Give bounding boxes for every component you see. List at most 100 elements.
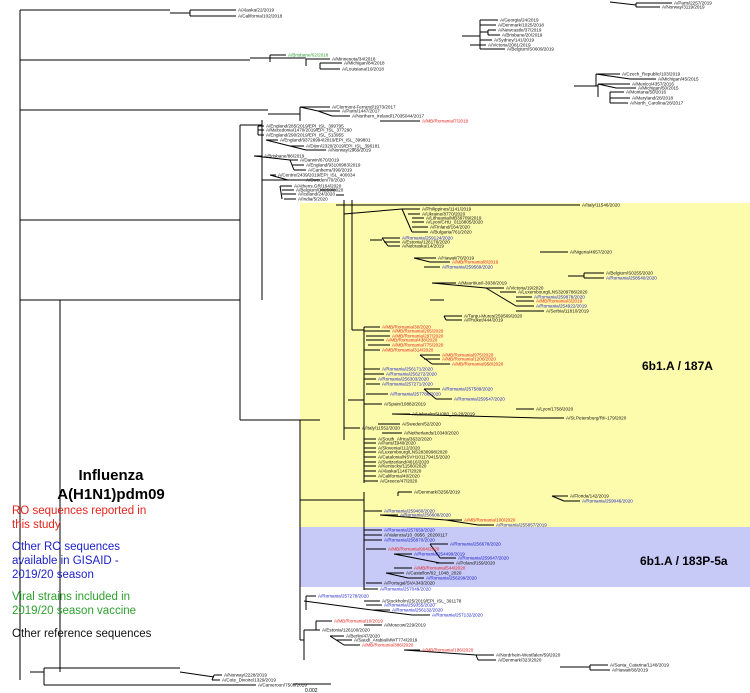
leaf-label: A/Nordrhein-Westfalen/59/2020 bbox=[496, 653, 561, 658]
leaf-label: A/Denmark/1025/2018 bbox=[498, 23, 544, 28]
tree-branch bbox=[317, 110, 333, 117]
tree-branch bbox=[299, 106, 319, 112]
leaf-label: A/Romania/257659/2020 bbox=[384, 528, 435, 533]
legend-title-line2: A(H1N1)pdm09 bbox=[57, 486, 165, 503]
leaf-label: A/Montana/50/2016 bbox=[626, 90, 667, 95]
leaf-label: A/Slovenia/112/2020 bbox=[378, 446, 421, 451]
tree-branch bbox=[379, 514, 447, 521]
leaf-label: A/Romania/259569/2020 bbox=[442, 265, 493, 270]
leaf-label: A/Romania/255857/2019 bbox=[496, 523, 547, 528]
clade-187a-box bbox=[300, 203, 750, 527]
leaf-label: A/Brisbane/20/2019 bbox=[502, 33, 543, 38]
leaf-label: A/Santa_Catarina/1148/2019 bbox=[610, 663, 669, 668]
tree-branch bbox=[609, 1, 637, 6]
leaf-label: A/California/40/2020 bbox=[378, 474, 420, 479]
tree-branch bbox=[303, 600, 373, 611]
leaf-label: A/Romania/256132/2020 bbox=[392, 608, 443, 613]
leaf-label: A/Denmark/323/2020 bbox=[498, 658, 542, 663]
leaf-label: A/Poland/159/2020 bbox=[456, 561, 496, 566]
tree-branch bbox=[475, 654, 479, 661]
leaf-label: A/Castellon/02_1048_2020 bbox=[406, 571, 462, 576]
tree-branch bbox=[343, 208, 403, 215]
leaf-label: A/MB/Romania/7/2019 bbox=[422, 119, 469, 124]
leaf-label: A/Romania/254499/2019 bbox=[414, 552, 465, 557]
leaf-label: A/Estonia/126176/2020 bbox=[402, 240, 450, 245]
leaf-label: A/MB/Romania/10/2019 bbox=[334, 619, 383, 624]
leaf-label: A/Czech_Republic/103/2019 bbox=[622, 72, 681, 77]
tree-branch bbox=[279, 185, 283, 200]
leaf-label: A/MB/Romania/8/2019 bbox=[452, 260, 499, 265]
leaf-label: A/Romania/254922/2019 bbox=[536, 304, 587, 309]
leaf-label: A/Romania/256272/2020 bbox=[386, 372, 437, 377]
leaf-label: A/North_Carolina/28/2017 bbox=[630, 101, 684, 106]
legend-item-ro-reported: RO sequences reported in this study bbox=[12, 505, 147, 531]
legend-item-ro-gisaid: Other RO sequences available in GISAID -… bbox=[12, 541, 121, 581]
leaf-label: A/India/5/2020 bbox=[298, 197, 328, 202]
leaf-label: A/Lyon/CHU_0116805/2020 bbox=[426, 220, 483, 225]
tree-branch bbox=[595, 73, 631, 80]
leaf-label: A/Norway/2969/2019 bbox=[328, 148, 371, 153]
leaf-label: A/Northern_Ireland/17035044/2017 bbox=[352, 114, 424, 119]
leaf-label: A/Victoria/2081/2019 bbox=[488, 43, 531, 48]
leaf-label: A/Alaska/11467/2020 bbox=[378, 469, 422, 474]
tree-branch bbox=[371, 609, 413, 616]
leaf-label: A/MB/Romania/205/2020 bbox=[392, 329, 444, 334]
leaf-label: A/Cameroon/7500/2019 bbox=[258, 683, 307, 688]
leaf-label: A/MB/Romania/314/2020 bbox=[382, 348, 434, 353]
leaf-label: A/Sweden/52/2020 bbox=[402, 422, 441, 427]
leaf-label: A/MB/Romania/975/2020 bbox=[442, 353, 494, 358]
leaf-label: A/Romania/256303/2020 bbox=[378, 377, 429, 382]
leaf-label: A/Belgium/D0259/2020 bbox=[296, 188, 344, 193]
leaf-label: A/MB/Romania/958/2020 bbox=[452, 362, 504, 367]
leaf-label: A/Italy/11546/2020 bbox=[582, 203, 620, 208]
leaf-label: A/Maryland/28/2018 bbox=[632, 96, 674, 101]
leaf-label: A/Lisboa/mSU080_19-20/2019 bbox=[412, 412, 475, 417]
leaf-label: A/Portugal/SVA343/2020 bbox=[384, 581, 435, 586]
leaf-label: A/MB/Romania/100/2020 bbox=[464, 518, 516, 523]
leaf-label: A/Brisbane/02/2018 bbox=[288, 53, 329, 58]
leaf-label: A/MB/Romania/297/2020 bbox=[392, 334, 444, 339]
leaf-label: A/Netherlands/10340/2020 bbox=[404, 431, 459, 436]
leaf-label: A/California/102/2018 bbox=[238, 14, 283, 19]
leaf-label: A/Targu-Mures/259569/2020 bbox=[464, 314, 523, 319]
leaf-label: A/Romania/257132/2020 bbox=[432, 613, 483, 618]
leaf-label: A/Romania/258540/2020 bbox=[606, 276, 657, 281]
leaf-label: A/Ukraine/8770/2020 bbox=[422, 212, 466, 217]
tree-branch bbox=[443, 315, 447, 321]
leaf-label: A/Romania/257271/2020 bbox=[382, 382, 433, 387]
leaf-label: A/Finland/164/2020 bbox=[430, 225, 470, 230]
leaf-label: A/Belgium/S0609/2019 bbox=[507, 47, 554, 52]
leaf-label: A/Mauritius/I-3030/2019 bbox=[458, 281, 507, 286]
leaf-label: A/Sydney/141/2019 bbox=[494, 38, 535, 43]
leaf-label: A/Kentucky/11560/2020 bbox=[378, 464, 427, 469]
leaf-label: A/Romania/256678/2020 bbox=[450, 542, 501, 547]
clade-label-183p: 6b1.A / 183P-5a bbox=[640, 554, 728, 568]
leaf-label: A/Philippines/1141/2019 bbox=[422, 207, 472, 212]
leaf-label: A/Stockholm/25/2019/EPI_ISL_391178 bbox=[382, 599, 462, 604]
leaf-label: A/MB/Romania/186/2020 bbox=[422, 648, 474, 653]
leaf-label: A/St.Petersburg/RII-179/2020 bbox=[566, 416, 627, 421]
leaf-label: A/Michigan/50/2015 bbox=[638, 86, 679, 91]
leaf-label: A/Saudi_Arabia/MWT774/2019 bbox=[354, 638, 418, 643]
tree-branch bbox=[385, 572, 409, 579]
leaf-label: A/Nigeria/4657/2020 bbox=[570, 250, 612, 255]
leaf-label: A/Nebraska/14/2019 bbox=[402, 244, 444, 249]
tree-branch bbox=[391, 413, 541, 419]
leaf-label: A/Mexico/4357/2016 bbox=[632, 82, 674, 87]
leaf-label: A/MB/Romania/438/2020 bbox=[386, 338, 438, 343]
clade-183p-box bbox=[300, 527, 750, 587]
leaf-label: A/Romania/256171/2020 bbox=[382, 367, 433, 372]
tree-branch bbox=[393, 553, 441, 564]
leaf-label: A/Luxembourg/LNS2830998/2020 bbox=[378, 450, 448, 455]
tree-branch bbox=[265, 139, 291, 147]
leaf-label: A/Paris/2257/2019 bbox=[674, 1, 712, 6]
leaf-label: A/Florida/142/2019 bbox=[570, 494, 609, 499]
tree-branch bbox=[431, 282, 487, 289]
legend-item-other: Other reference sequences bbox=[12, 628, 152, 640]
leaf-label: A/Hawaii/68/2019 bbox=[612, 668, 648, 673]
leaf-label: A/Romania/257589/2020 bbox=[442, 387, 493, 392]
leaf-label: A/Brisbane/86/2019 bbox=[264, 154, 305, 159]
leaf-label: A/Spain/10882/2019 bbox=[384, 402, 426, 407]
leaf-label: A/Romania/259878/2020 bbox=[534, 295, 585, 300]
tree-branch bbox=[423, 388, 437, 400]
